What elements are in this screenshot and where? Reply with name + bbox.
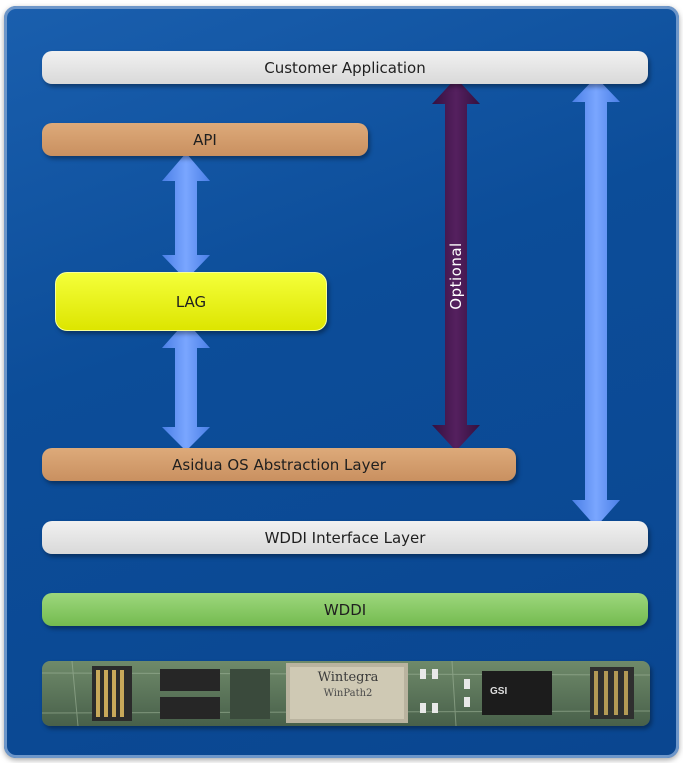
- wddi-interface-label: WDDI Interface Layer: [264, 528, 426, 547]
- gsi-chip-label: GSI: [490, 686, 508, 697]
- wddi-interface-layer: WDDI Interface Layer: [42, 521, 648, 554]
- os-abstraction-label: Asidua OS Abstraction Layer: [172, 455, 386, 474]
- customer-application-layer: Customer Application: [42, 51, 648, 84]
- chip-brand-label: Wintegra: [317, 670, 379, 685]
- optional-arrow: [432, 78, 480, 451]
- wddi-label: WDDI: [323, 600, 367, 619]
- lag-label: LAG: [175, 292, 207, 311]
- api-label: API: [193, 130, 217, 149]
- hardware-board-image: [42, 661, 650, 726]
- api-layer: API: [42, 123, 368, 156]
- lag-os-arrow: [162, 321, 210, 451]
- chip-model-label: WinPath2: [323, 688, 373, 699]
- app-wddi-interface-arrow: [572, 77, 620, 527]
- lag-box: LAG: [55, 272, 327, 331]
- wddi-layer: WDDI: [42, 593, 648, 626]
- os-abstraction-layer: Asidua OS Abstraction Layer: [42, 448, 516, 481]
- optional-label: Optional: [447, 242, 465, 310]
- api-lag-arrow: [162, 153, 210, 280]
- board-graphic: [42, 661, 650, 726]
- customer-application-label: Customer Application: [264, 58, 426, 77]
